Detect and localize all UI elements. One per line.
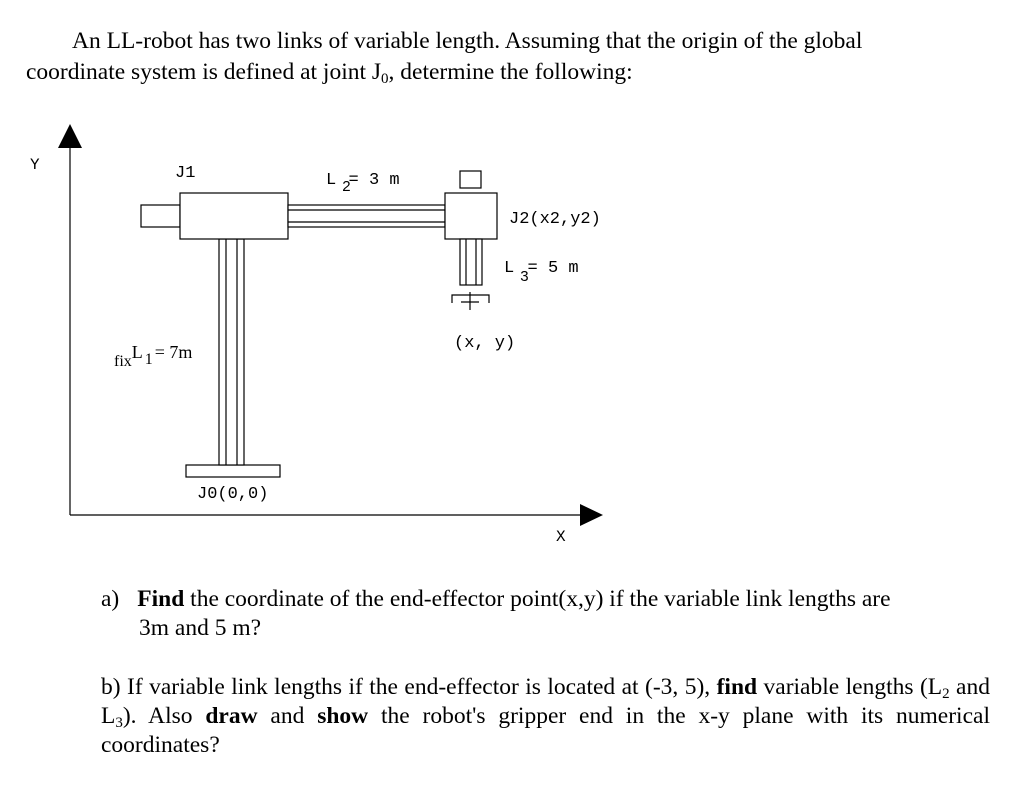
- intro-line-2: coordinate system is defined at joint J0…: [26, 57, 633, 88]
- end-effector-label: (x, y): [454, 334, 516, 353]
- j2-label: J2(x2,y2): [509, 210, 601, 229]
- l2-subscript: 2: [342, 178, 351, 195]
- l1-letter: L: [131, 342, 143, 362]
- robot-diagram-graphic: [58, 124, 603, 526]
- intro-line-2-end: , determine the following:: [388, 59, 633, 85]
- question-b-text-6: the robot's gripper end in the x-y plane…: [101, 703, 990, 758]
- l1-subscript: 1: [144, 351, 153, 368]
- x-axis-arrow: [580, 504, 603, 526]
- question-b-text-1: b) If variable link lengths if the end-e…: [101, 674, 717, 700]
- joint-j1: [179, 192, 289, 240]
- question-b-text-3: and L: [101, 674, 990, 729]
- l2-letter: L: [326, 171, 337, 190]
- gripper-end: [451, 292, 490, 310]
- l3-subscript: 3: [520, 268, 529, 285]
- question-b-subscript-2: 2: [942, 686, 950, 702]
- question-b-bold-find: find: [716, 674, 758, 700]
- link-l3: [459, 238, 483, 286]
- intro-line-2-text: coordinate system is defined at joint J: [26, 59, 382, 85]
- question-a-bold: Find: [137, 586, 185, 612]
- y-axis-arrow: [58, 124, 82, 148]
- question-b-subscript-3: 3: [115, 715, 123, 731]
- question-a-line-1: a) Find the coordinate of the end-effecto…: [101, 585, 891, 614]
- question-b: b) If variable link lengths if the end-e…: [101, 673, 990, 760]
- j1-label: J1: [175, 164, 196, 183]
- l3-value: = 5 m: [527, 259, 579, 278]
- j0-label: J0(0,0): [197, 485, 269, 504]
- question-b-text-2: variable lengths (L: [757, 674, 943, 700]
- j2-top-block: [459, 170, 482, 189]
- l2-value: = 3 m: [348, 171, 400, 190]
- question-a-marker: a): [101, 586, 120, 612]
- l1-value: = 7m: [154, 342, 193, 362]
- x-axis-label: X: [556, 528, 566, 546]
- question-a-line-2: 3m and 5 m?: [139, 615, 262, 641]
- j1-stub: [140, 204, 181, 228]
- joint-j2: [444, 192, 498, 240]
- l3-letter: L: [504, 259, 515, 278]
- question-b-text-5: and: [257, 703, 318, 729]
- link-l1: [218, 238, 245, 466]
- l1-fix-subscript: fix: [114, 353, 132, 370]
- question-a-text-1: the coordinate of the end-effector point…: [184, 586, 891, 612]
- link-l2: [287, 204, 446, 228]
- intro-subscript: 0: [381, 71, 389, 87]
- question-b-bold-show: show: [317, 703, 369, 729]
- base-j0: [185, 464, 281, 478]
- question-b-bold-draw: draw: [205, 703, 258, 729]
- intro-line-1: An LL-robot has two links of variable le…: [72, 28, 863, 54]
- y-axis-label: Y: [30, 156, 40, 174]
- question-b-text-4: ). Also: [122, 703, 206, 729]
